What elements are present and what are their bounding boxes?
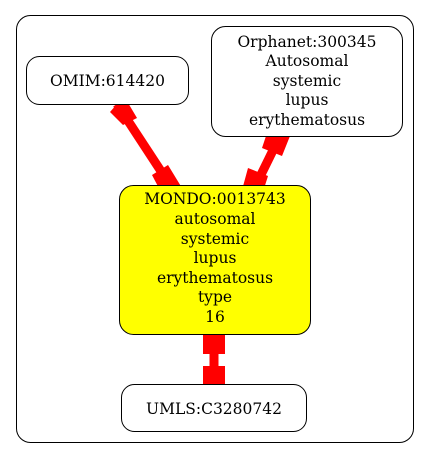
node-omim[interactable]: OMIM:614420 bbox=[26, 56, 189, 105]
node-orphanet-line-0: Orphanet:300345 bbox=[237, 33, 376, 51]
node-mondo-line-1: autosomal bbox=[175, 210, 256, 228]
node-mondo-line-3: lupus bbox=[194, 249, 237, 267]
node-mondo[interactable]: MONDO:0013743 autosomal systemic lupus e… bbox=[119, 185, 311, 335]
node-orphanet[interactable]: Orphanet:300345 Autosomal systemic lupus… bbox=[211, 26, 403, 137]
node-mondo-line-4: erythematosus bbox=[157, 269, 273, 287]
node-mondo-line-6: 16 bbox=[205, 308, 225, 326]
node-orphanet-line-1: Autosomal bbox=[265, 52, 349, 70]
edge-mondo-to-umls-tail bbox=[203, 330, 225, 354]
edge-omim-to-mondo-tail bbox=[110, 96, 137, 125]
node-orphanet-box bbox=[211, 26, 403, 137]
node-umls[interactable]: UMLS:C3280742 bbox=[121, 384, 307, 432]
node-umls-label: UMLS:C3280742 bbox=[146, 400, 282, 418]
node-orphanet-line-3: lupus bbox=[286, 91, 329, 109]
node-omim-label: OMIM:614420 bbox=[50, 72, 165, 90]
node-omim-box bbox=[26, 56, 189, 105]
node-orphanet-line-4: erythematosus bbox=[249, 111, 365, 129]
node-mondo-line-2: systemic bbox=[181, 230, 249, 248]
node-mondo-line-5: type bbox=[198, 288, 232, 306]
node-mondo-box bbox=[119, 185, 311, 335]
node-mondo-line-0: MONDO:0013743 bbox=[144, 190, 286, 208]
node-umls-box bbox=[121, 384, 307, 432]
node-orphanet-line-2: systemic bbox=[273, 72, 341, 90]
